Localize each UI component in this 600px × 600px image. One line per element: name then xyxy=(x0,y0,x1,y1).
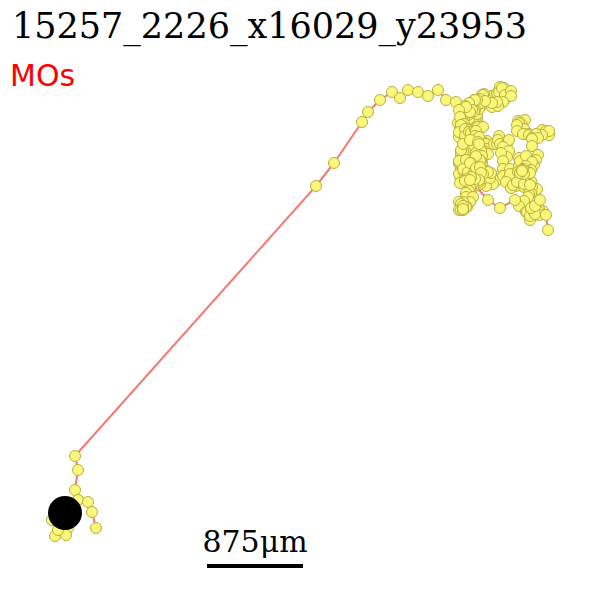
node-marker xyxy=(357,117,368,128)
node-marker xyxy=(363,107,374,118)
node-marker xyxy=(441,95,452,106)
node-marker xyxy=(458,204,469,215)
node-marker xyxy=(91,523,102,534)
figure-title: 15257_2226_x16029_y23953 xyxy=(12,6,527,46)
neurite xyxy=(503,158,543,220)
node-marker xyxy=(311,181,322,192)
node-marker xyxy=(535,195,546,206)
neurite xyxy=(459,87,511,175)
node-marker xyxy=(474,139,485,150)
node-marker xyxy=(457,205,468,216)
neurite xyxy=(362,90,492,122)
node-marker xyxy=(518,165,529,176)
neurite-lines xyxy=(52,87,549,536)
node-marker xyxy=(70,451,81,462)
node-marker xyxy=(495,203,506,214)
node-marker xyxy=(87,507,98,518)
node-marker xyxy=(483,195,494,206)
node-marker xyxy=(375,95,386,106)
soma xyxy=(48,496,82,530)
node-marker xyxy=(541,210,552,221)
node-marker xyxy=(465,175,476,186)
node-marker xyxy=(423,91,434,102)
node-marker xyxy=(403,85,414,96)
neurite-nodes xyxy=(47,82,555,542)
node-marker xyxy=(70,485,81,496)
region-label: MOs xyxy=(10,58,75,93)
node-marker xyxy=(517,165,528,176)
scale-label: 875μm xyxy=(202,524,307,559)
node-marker xyxy=(413,87,424,98)
node-marker xyxy=(517,166,528,177)
node-marker xyxy=(329,158,340,169)
node-marker xyxy=(83,497,94,508)
node-marker xyxy=(458,205,469,216)
node-marker xyxy=(433,85,444,96)
scale-bar xyxy=(207,564,303,568)
node-marker xyxy=(525,180,536,191)
node-marker xyxy=(543,225,554,236)
neurite xyxy=(75,122,362,456)
node-marker xyxy=(73,465,84,476)
node-marker xyxy=(510,195,521,206)
